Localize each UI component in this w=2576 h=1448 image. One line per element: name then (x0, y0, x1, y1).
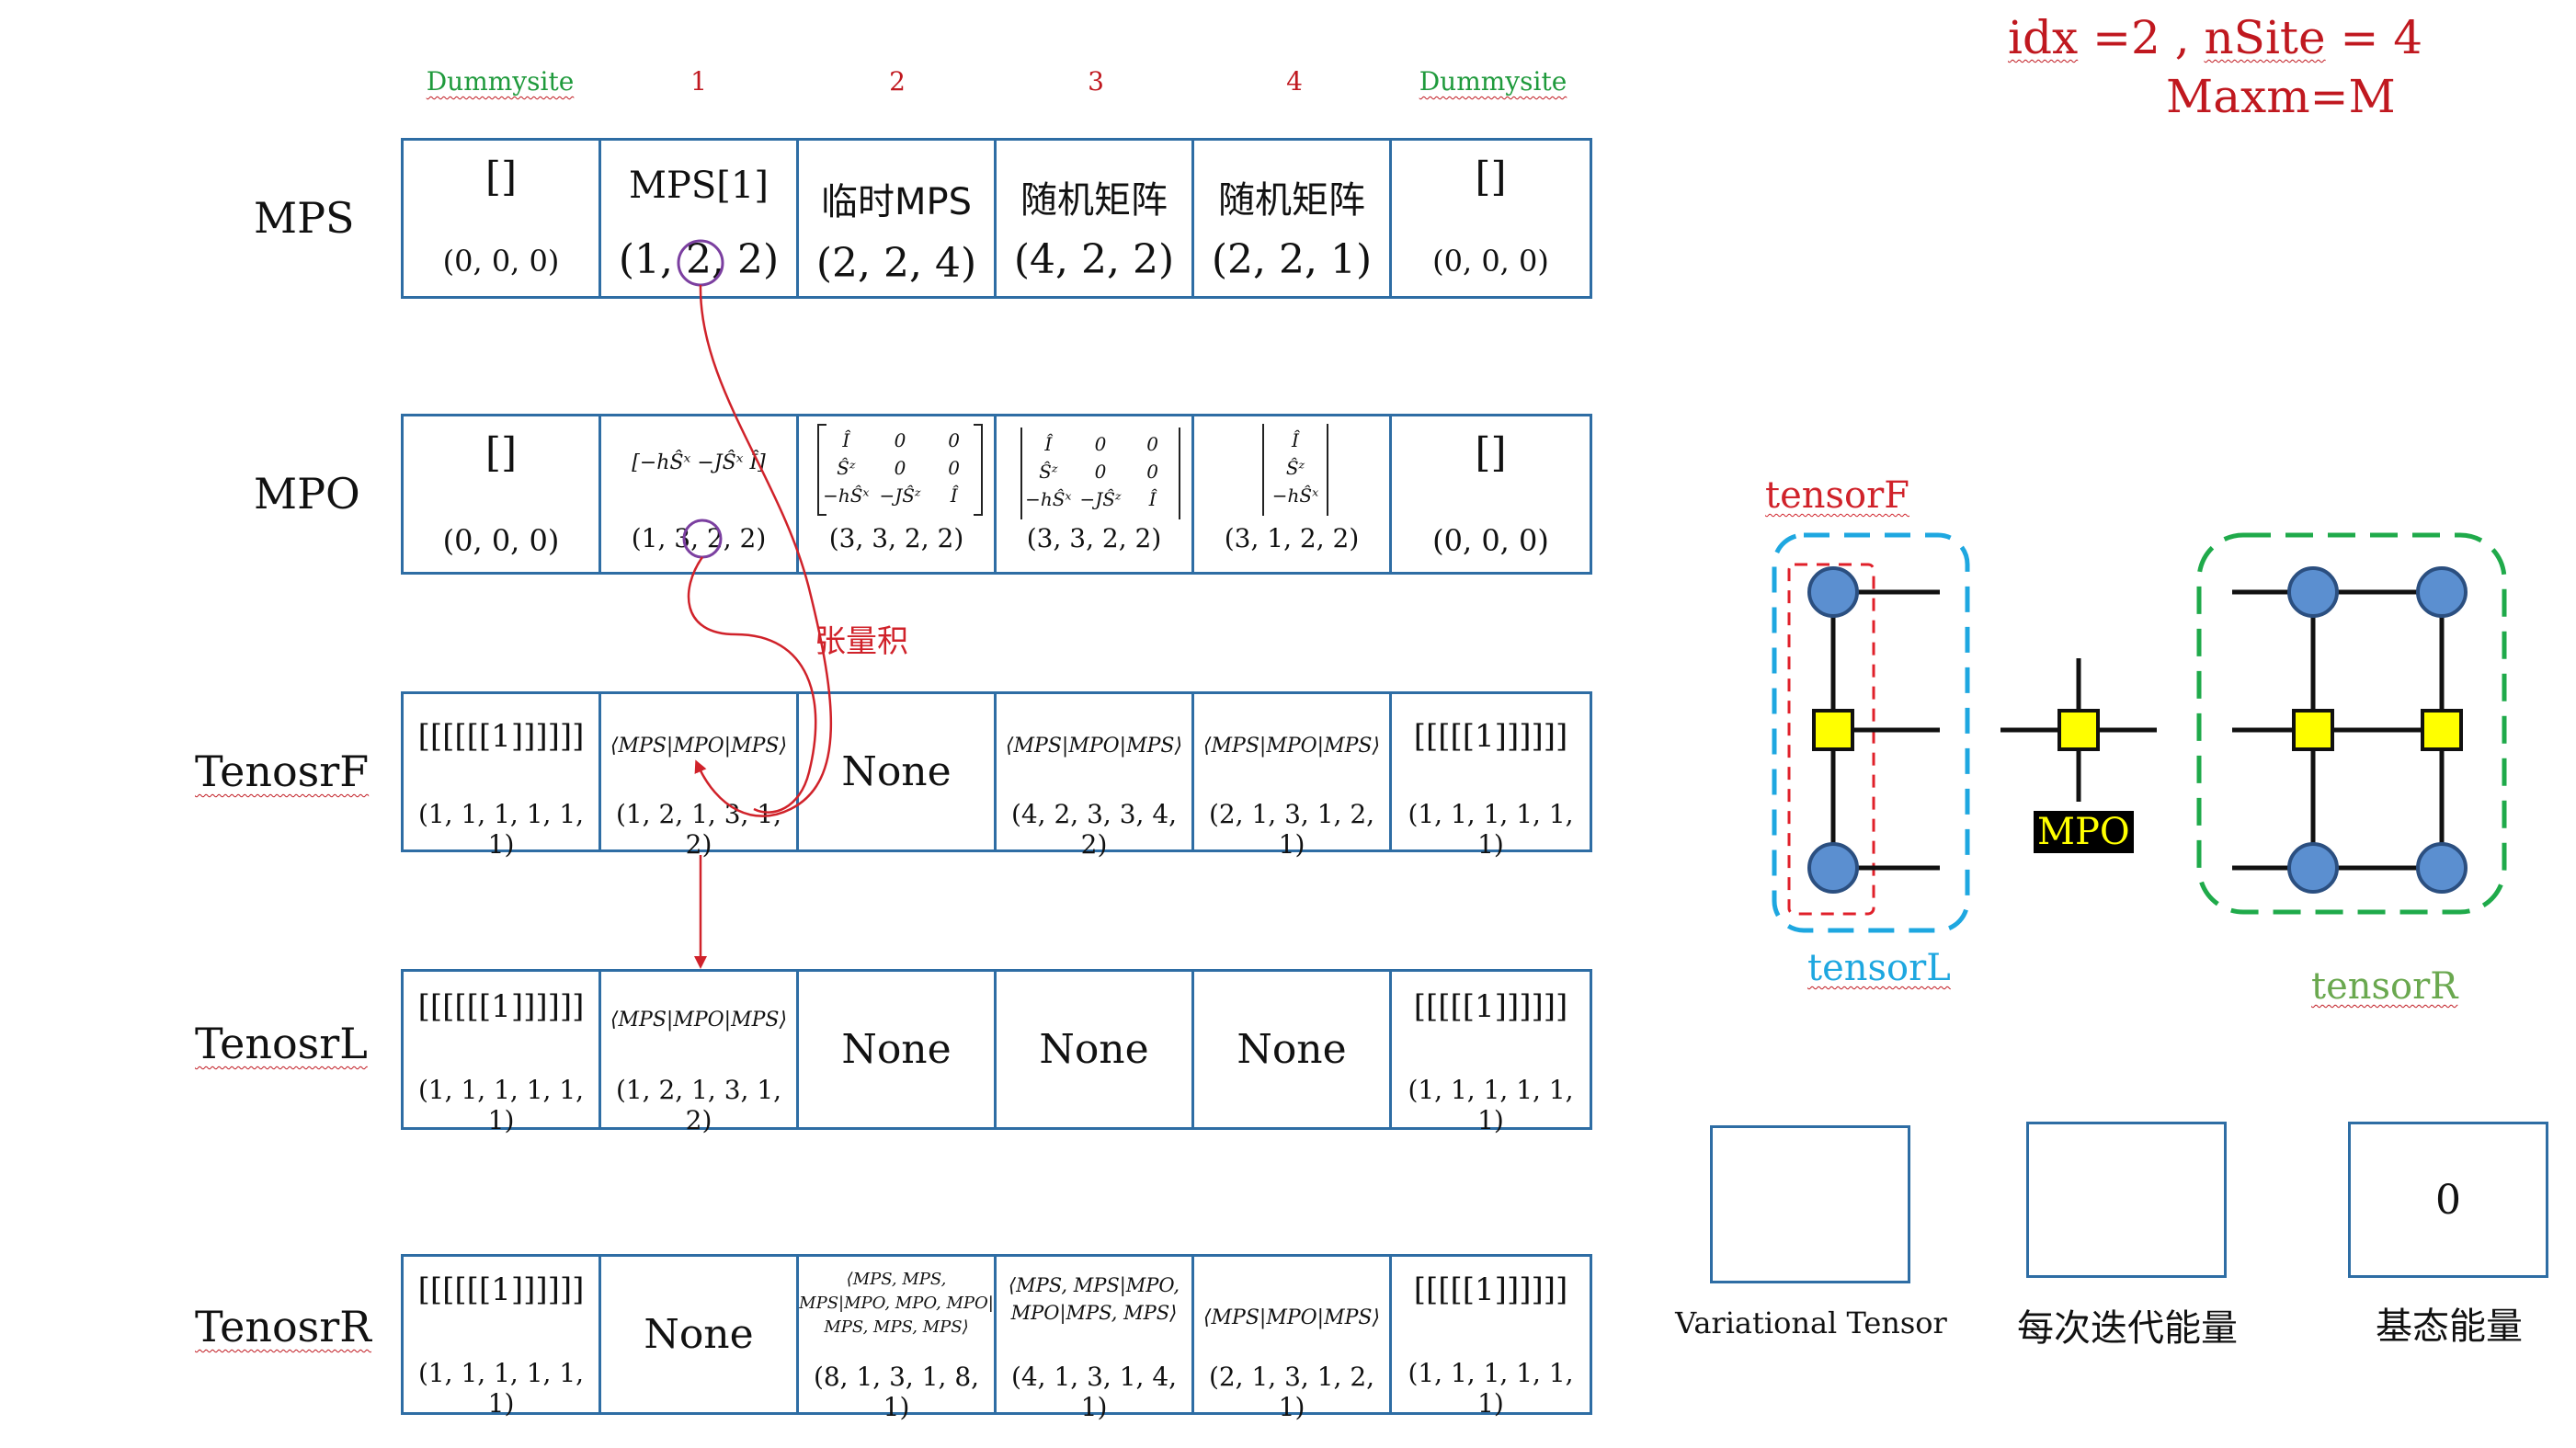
tensorl-bottom-node (1807, 842, 1859, 894)
tensorr-cell-1: None (601, 1257, 799, 1412)
tensorl-cell-4: None (1194, 972, 1392, 1127)
ground-energy-value: 0 (2435, 1176, 2461, 1224)
tensorr-label: tensorR (2311, 965, 2458, 1008)
tensorr-cell-3: ⟨MPS, MPS|MPO, MPO|MPS, MPS⟩ (4, 1, 3, 1… (997, 1257, 1194, 1422)
mpo-label: MPO (2034, 811, 2134, 853)
title-line1: idx =2 , nSite = 4 (2008, 11, 2423, 64)
row-label-tensorf: TenosrF (195, 747, 370, 796)
tensorf-box (1787, 563, 1875, 916)
mpo-cell-1: [−hŜˣ −JŜˣ Î] (1, 3, 2, 2) (601, 416, 799, 572)
tensorr-cell-dummy-right: [[[[[1]]]]]] (1, 1, 1, 1, 1, 1) (1408, 1271, 1574, 1419)
center-mpo-node (2057, 709, 2100, 751)
tensorr-row: [[[[[[1]]]]]] (1, 1, 1, 1, 1, 1) None ⟨M… (401, 1254, 1592, 1422)
tensorf-cell-3: ⟨MPS|MPO|MPS⟩ (4, 2, 3, 3, 4, 2) (997, 694, 1194, 860)
title-nsite: nSite (2204, 11, 2326, 64)
mps-cell-4: 随机矩阵 (2, 2, 1) (1194, 141, 1392, 296)
tensorr-mpo-node-left (2292, 709, 2334, 751)
mpo-row: [] (0, 0, 0) [−hŜˣ −JŜˣ Î] (1, 3, 2, 2) … (401, 414, 1592, 575)
mpo-index-circle (682, 519, 723, 559)
col-header-1: 1 (690, 66, 707, 97)
tensorr-mpo-node-right (2421, 709, 2463, 751)
tensorl-label: tensorL (1807, 947, 1951, 989)
tensorr-cell-2: ⟨MPS, MPS, MPS|MPO, MPO, MPO| MPS, MPS, … (799, 1257, 997, 1422)
mpo-to-tensorf-arrow (687, 556, 817, 814)
mps-cell-dummy-left: [] (0, 0, 0) (404, 141, 601, 296)
tensorr-node-br (2416, 842, 2468, 894)
col-header-dummy-right: Dummysite (1419, 66, 1567, 97)
variational-tensor-caption: Variational Tensor (1675, 1305, 1947, 1340)
mpo-cell-dummy-left: [] (0, 0, 0) (404, 416, 601, 572)
col-header-2: 2 (889, 66, 906, 97)
tensorl-cell-1: ⟨MPS|MPO|MPS⟩ (1, 2, 1, 3, 1, 2) (601, 972, 799, 1135)
mps-to-tensorf-arrow (694, 284, 833, 817)
tensorf-cell-dummy-right: [[[[[1]]]]]] (1, 1, 1, 1, 1, 1) (1408, 718, 1574, 860)
ground-energy-box: 0 (2348, 1122, 2548, 1278)
mps-cell-1: MPS[1] (1, 2, 2) (601, 141, 799, 296)
tensorf-cell-4: ⟨MPS|MPO|MPS⟩ (2, 1, 3, 1, 2, 1) (1194, 694, 1392, 860)
mps-cell-dummy-right: [] (0, 0, 0) (1432, 154, 1549, 279)
tensorl-row: [[[[[[1]]]]]] (1, 1, 1, 1, 1, 1) ⟨MPS|MP… (401, 969, 1592, 1135)
tensorl-cell-3: None (997, 972, 1194, 1127)
tensor-product-label: 张量积 (815, 623, 908, 660)
tensorl-mpo-node (1812, 709, 1854, 751)
tensorl-box (1772, 532, 1970, 933)
tensorr-box (2196, 532, 2507, 915)
mpo-cell-dummy-right: [] (0, 0, 0) (1432, 429, 1549, 558)
row-label-tensorl: TenosrL (195, 1019, 368, 1068)
col-header-3: 3 (1088, 66, 1104, 97)
matrix-column: Î Ŝᶻ −hŜˣ (1262, 424, 1328, 516)
row-label-mpo: MPO (254, 469, 360, 519)
mpo-cell-4: Î Ŝᶻ −hŜˣ (3, 1, 2, 2) (1194, 416, 1392, 572)
tensorr-node-bl (2287, 842, 2339, 894)
row-label-tensorr: TenosrR (195, 1302, 371, 1351)
mps-row: [] (0, 0, 0) MPS[1] (1, 2, 2) 临时MPS (2, … (401, 138, 1592, 299)
mps-cell-2: 临时MPS (2, 2, 4) (799, 141, 997, 296)
tensorr-cell-dummy-left: [[[[[[1]]]]]] (1, 1, 1, 1, 1, 1) (404, 1257, 601, 1419)
variational-tensor-box (1710, 1125, 1910, 1283)
ground-energy-caption: 基态能量 (2376, 1305, 2523, 1348)
col-header-4: 4 (1286, 66, 1303, 97)
tensorf-cell-dummy-left: [[[[[[1]]]]]] (1, 1, 1, 1, 1, 1) (404, 694, 601, 860)
tensor-network-diagram (1772, 532, 2507, 933)
tensorr-node-tl (2287, 566, 2339, 618)
tensorf-label: tensorF (1765, 474, 1909, 517)
tensorr-cell-4: ⟨MPS|MPO|MPS⟩ (2, 1, 3, 1, 2, 1) (1194, 1257, 1392, 1422)
row-label-mps: MPS (254, 193, 355, 243)
iteration-energy-caption: 每次迭代能量 (2017, 1307, 2238, 1350)
mps-index-circle (677, 239, 724, 287)
tensorf-cell-2: None (799, 694, 997, 849)
tensorl-cell-2: None (799, 972, 997, 1127)
iteration-energy-box (2026, 1122, 2227, 1278)
mps-cell-3: 随机矩阵 (4, 2, 2) (997, 141, 1194, 296)
tensorr-node-tr (2416, 566, 2468, 618)
title-idx: idx (2008, 11, 2079, 64)
tensorl-cell-dummy-right: [[[[[1]]]]]] (1, 1, 1, 1, 1, 1) (1408, 988, 1574, 1135)
tensorf-cell-1: ⟨MPS|MPO|MPS⟩ (1, 2, 1, 3, 1, 2) (601, 694, 799, 860)
tensorl-top-node (1807, 566, 1859, 618)
title-line2: Maxm=M (2166, 70, 2396, 123)
tensorf-row: [[[[[[1]]]]]] (1, 1, 1, 1, 1, 1) ⟨MPS|MP… (401, 691, 1592, 860)
col-header-dummy-left: Dummysite (426, 66, 575, 97)
tensorl-cell-dummy-left: [[[[[[1]]]]]] (1, 1, 1, 1, 1, 1) (404, 972, 601, 1135)
